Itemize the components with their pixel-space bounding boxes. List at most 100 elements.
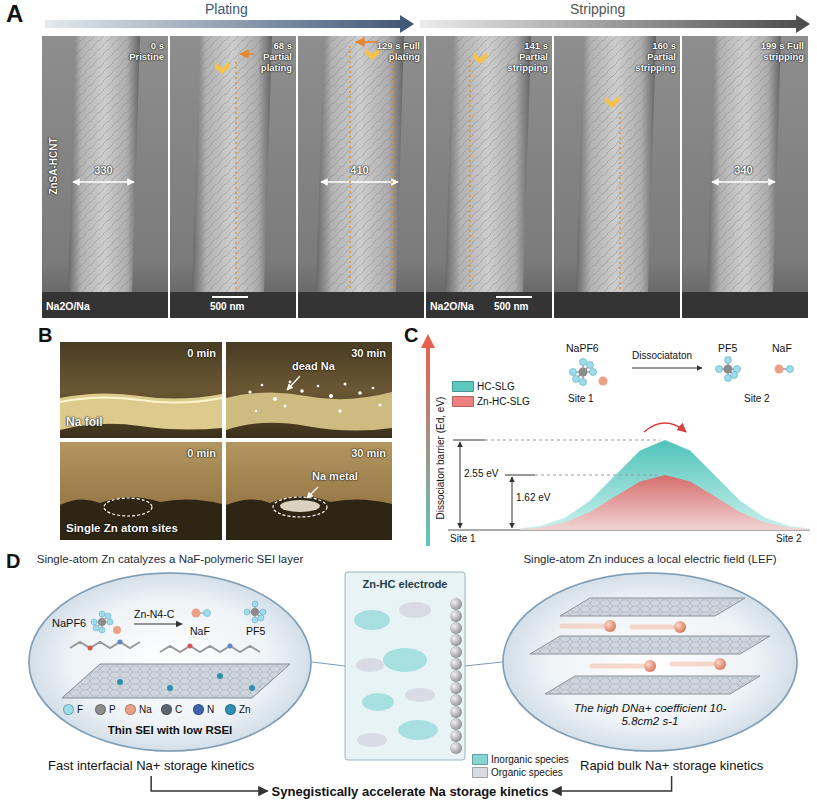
time-label: 199 s Full stripping bbox=[754, 41, 804, 63]
legend-item: F bbox=[63, 704, 83, 716]
catalyst-label: Zn-N4-C bbox=[134, 608, 174, 620]
atom-swatch bbox=[95, 704, 106, 715]
callout-label: Na metal bbox=[312, 470, 358, 483]
legend-text: Zn bbox=[239, 704, 251, 716]
tem-images bbox=[42, 36, 808, 318]
kinetics-text: Rapid bulk Na+ storage kinetics bbox=[580, 758, 763, 773]
tem-frame: 160 s Partial stripping bbox=[554, 36, 680, 318]
formula-label: NaPF6 bbox=[52, 617, 86, 630]
conclusion-box: Synegistically accelerate Na storage kin… bbox=[268, 780, 553, 802]
panel-letter: B bbox=[38, 324, 52, 347]
kinetics-box: Rapid bulk Na+ storage kinetics bbox=[576, 754, 767, 776]
lef-illustration bbox=[530, 598, 770, 694]
atom-swatch bbox=[193, 704, 204, 715]
sei-illustration bbox=[62, 601, 290, 698]
legend-item: C bbox=[161, 704, 182, 716]
dimension-label: 330 bbox=[84, 164, 124, 177]
width-arrows bbox=[73, 181, 775, 183]
kinetics-box: Fast interfacial Na+ storage kinetics bbox=[44, 754, 258, 776]
legend-text: N bbox=[207, 704, 214, 716]
formula-label: PF5 bbox=[246, 625, 265, 637]
legend-text: Inorganic species bbox=[491, 754, 569, 766]
legend-text: C bbox=[175, 704, 182, 716]
formula-label: PF5 bbox=[718, 342, 737, 354]
dimension-label: 410 bbox=[340, 164, 380, 177]
material-label: Na2O/Na bbox=[46, 300, 90, 312]
result-label: Thin SEI with low RSEI bbox=[90, 724, 250, 737]
time-label: 68 s Partial plating bbox=[242, 41, 292, 74]
site-label: Site 2 bbox=[744, 393, 770, 405]
site-label: Site 1 bbox=[568, 393, 594, 405]
photo-panel: 30 mindead Na bbox=[226, 342, 392, 438]
legend-item: Zn-HC-SLG bbox=[452, 396, 530, 408]
tem-frame: 199 s Full stripping 340 bbox=[682, 36, 808, 318]
photo-panel: 0 min Na foil bbox=[60, 342, 222, 438]
connector bbox=[151, 776, 267, 791]
electrode-box: Zn-HC electrode bbox=[345, 572, 465, 760]
energy-value: 1.62 eV bbox=[516, 492, 550, 504]
stripping-arrow bbox=[420, 15, 810, 33]
ellipse-border bbox=[29, 573, 311, 751]
time-label: 0 min bbox=[160, 447, 216, 460]
legend-item: Inorganic species bbox=[472, 754, 569, 766]
optical-photos bbox=[60, 342, 392, 540]
plating-arrow bbox=[45, 15, 414, 33]
legend-item: Organic species bbox=[472, 767, 563, 779]
site-label: Site 2 bbox=[776, 533, 802, 545]
time-label: 160 s Partial stripping bbox=[626, 41, 676, 74]
photo-panel: 30 minNa metal bbox=[226, 442, 392, 540]
scale-bars bbox=[212, 296, 532, 298]
legend-text: Zn-HC-SLG bbox=[477, 396, 530, 408]
orange-arrows bbox=[240, 42, 378, 54]
electrode-illustration bbox=[345, 572, 465, 760]
scale-label: 500 nm bbox=[494, 301, 528, 313]
electrode-label: Zn-HC electrode bbox=[349, 578, 461, 591]
color-swatch bbox=[452, 381, 474, 392]
panel-letter: D bbox=[6, 550, 20, 573]
ellipse-border bbox=[503, 573, 797, 751]
legend-item: Zn bbox=[225, 704, 251, 716]
time-label: 0 min bbox=[160, 347, 216, 360]
panel-heading: Single-atom Zn catalyzes a NaF-polymeric… bbox=[18, 553, 322, 566]
zoom-ellipse: Single-atom Zn catalyzes a NaF-polymeric… bbox=[28, 572, 312, 752]
legend-item: N bbox=[193, 704, 214, 716]
legend-text: HC-SLG bbox=[477, 381, 515, 393]
axis-label: Dissociaton barrier (Ed, eV) bbox=[435, 397, 447, 520]
atom-swatch bbox=[63, 704, 74, 715]
energy-curves bbox=[520, 423, 810, 530]
formula-label: NaPF6 bbox=[566, 342, 599, 354]
atom-swatch bbox=[225, 704, 236, 715]
tem-frame: 141 s Partial stripping bbox=[426, 36, 552, 318]
atom-swatch bbox=[161, 704, 172, 715]
dimension-label: 340 bbox=[724, 164, 764, 177]
result-label: The high DNa+ coefficient 10-5.8cm2 s-1 bbox=[560, 702, 740, 728]
tem-frame: 68 s Partial plating bbox=[170, 36, 296, 318]
process-label: Stripping bbox=[570, 1, 625, 17]
time-label: 141 s Partial stripping bbox=[498, 41, 548, 74]
connector bbox=[552, 776, 671, 791]
time-label: 129 s Full plating bbox=[370, 41, 420, 63]
sample-label: Single Zn atom sites bbox=[66, 522, 178, 535]
time-label: 0 s Pristine bbox=[114, 41, 164, 63]
sample-label: Na foil bbox=[66, 416, 103, 430]
legend-item: Na bbox=[125, 704, 152, 716]
tem-frame: 129 s Full plating 410 bbox=[298, 36, 424, 318]
atom-swatch bbox=[125, 704, 136, 715]
growth-markers bbox=[236, 46, 620, 290]
panel-letter: C bbox=[404, 324, 418, 347]
color-swatch bbox=[472, 767, 488, 778]
barrier-marks bbox=[453, 368, 702, 528]
color-swatch bbox=[472, 754, 488, 765]
site-label: Site 1 bbox=[450, 533, 476, 545]
sample-label: ZnSA-HCNT bbox=[48, 137, 60, 194]
process-label: Plating bbox=[205, 1, 248, 17]
energy-value: 2.55 eV bbox=[464, 468, 498, 480]
energy-axis bbox=[421, 334, 810, 546]
connector bbox=[465, 662, 502, 666]
material-label: Na2O/Na bbox=[430, 300, 474, 312]
panel-letter: A bbox=[6, 0, 23, 28]
